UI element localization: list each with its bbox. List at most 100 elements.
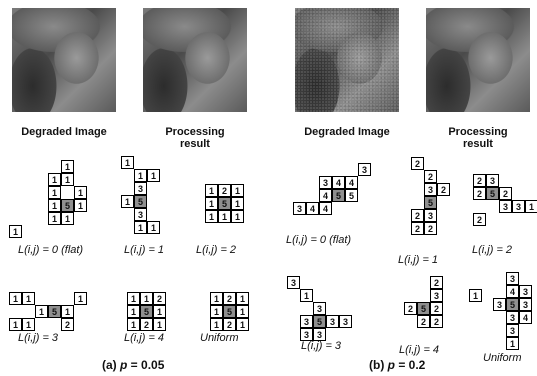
grid-b-l1-cell-7: 2 <box>411 222 424 235</box>
grid-b-l-uniform-cell-2: 3 <box>519 285 532 298</box>
grid-a-l3-cell-5: 1 <box>61 305 74 318</box>
label-b-l1: L(i,j) = 1 <box>398 254 439 266</box>
grid-b-l1-cell-0: 2 <box>411 157 424 170</box>
grid-b-l2-cell-3: 5 <box>486 187 499 200</box>
grid-b-l3-cell-8: 3 <box>313 328 326 341</box>
grid-a-l1-cell-5: 5 <box>134 195 147 208</box>
processing-caption-a-line1: Processing <box>165 126 225 138</box>
grid-b-l-uniform-cell-8: 3 <box>506 324 519 337</box>
degraded-caption-a: Degraded Image <box>21 126 107 138</box>
grid-b-l2-cell-6: 3 <box>512 200 525 213</box>
grid-a-l0-cell-9: 1 <box>61 212 74 225</box>
grid-a-l4-cell-8: 1 <box>153 318 166 331</box>
grid-b-l2-cell-4: 2 <box>499 187 512 200</box>
grid-a-l2-cell-0: 1 <box>205 184 218 197</box>
grid-b-l-uniform-cell-0: 3 <box>506 272 519 285</box>
grid-b-l-uniform-cell-9: 1 <box>506 337 519 350</box>
degraded-image-a <box>12 8 116 112</box>
grid-b-l1-cell-2: 3 <box>424 183 437 196</box>
grid-a-l4-cell-2: 2 <box>153 292 166 305</box>
grid-a-l4-cell-6: 1 <box>127 318 140 331</box>
grid-a-l0-cell-7: 1 <box>74 199 87 212</box>
processing-caption-b-line1: Processing <box>448 126 508 138</box>
grid-b-l0-cell-4: 4 <box>319 189 332 202</box>
grid-b-l-uniform-cell-3: 3 <box>493 298 506 311</box>
grid-b-l0-cell-0: 3 <box>358 163 371 176</box>
grid-a-l1-cell-4: 1 <box>121 195 134 208</box>
grid-a-l-uniform-cell-1: 2 <box>223 292 236 305</box>
grid-b-l3-cell-5: 3 <box>326 315 339 328</box>
label-b-l0: L(i,j) = 0 (flat) <box>286 234 352 246</box>
grid-a-l-uniform-cell-8: 1 <box>236 318 249 331</box>
grid-b-l0-cell-6: 5 <box>345 189 358 202</box>
grid-a-l4-cell-5: 1 <box>153 305 166 318</box>
grid-b-l-uniform-cell-5: 3 <box>519 298 532 311</box>
degraded-caption-b: Degraded Image <box>304 126 390 138</box>
label-a-l3: L(i,j) = 3 <box>18 332 59 344</box>
grid-b-l4-cell-2: 2 <box>404 302 417 315</box>
grid-b-l1-cell-8: 2 <box>424 222 437 235</box>
grid-b-l1-cell-4: 5 <box>424 196 437 209</box>
grid-b-l0-cell-7: 3 <box>293 202 306 215</box>
grid-a-l0-cell-3: 1 <box>48 186 61 199</box>
label-a-uniform: Uniform <box>200 332 239 344</box>
grid-a-l2-cell-5: 1 <box>231 197 244 210</box>
grid-a-l3-cell-3: 1 <box>35 305 48 318</box>
degraded-image-b <box>295 8 399 112</box>
grid-a-l1-cell-8: 1 <box>147 221 160 234</box>
grid-b-l-uniform-cell-7: 4 <box>519 311 532 324</box>
grid-b-l2-cell-7: 1 <box>525 200 537 213</box>
grid-a-l-uniform-cell-5: 1 <box>236 305 249 318</box>
processing-caption-a: Processing result <box>143 126 247 150</box>
subfigure-a-label: (a) p = 0.05 <box>102 358 165 372</box>
grid-b-l2-cell-1: 3 <box>486 174 499 187</box>
grid-b-l4-cell-1: 3 <box>430 289 443 302</box>
subfigure-b-label: (b) p = 0.2 <box>369 358 426 372</box>
grid-b-l2-cell-8: 2 <box>473 213 486 226</box>
grid-b-l2-cell-2: 2 <box>473 187 486 200</box>
processing-result-image-b <box>426 8 530 112</box>
label-b-l2: L(i,j) = 2 <box>472 244 513 256</box>
grid-a-l3-cell-1: 1 <box>22 292 35 305</box>
grid-a-l2-cell-4: 5 <box>218 197 231 210</box>
grid-b-l1-cell-5: 2 <box>411 209 424 222</box>
label-a-l0: L(i,j) = 0 (flat) <box>18 244 84 256</box>
grid-b-l1-cell-1: 2 <box>424 170 437 183</box>
grid-b-l1-cell-3: 2 <box>437 183 450 196</box>
grid-b-l4-cell-3: 5 <box>417 302 430 315</box>
grid-b-l0-cell-1: 3 <box>319 176 332 189</box>
grid-a-l3-cell-4: 5 <box>48 305 61 318</box>
grid-a-l-uniform-cell-3: 1 <box>210 305 223 318</box>
grid-a-l2-cell-2: 1 <box>231 184 244 197</box>
grid-a-l4-cell-7: 2 <box>140 318 153 331</box>
grid-a-l3-cell-2: 1 <box>74 292 87 305</box>
grid-b-l0-cell-8: 4 <box>306 202 319 215</box>
grid-b-l4-cell-5: 2 <box>417 315 430 328</box>
processing-caption-b-line2: result <box>463 138 493 150</box>
grid-a-l2-cell-3: 1 <box>205 197 218 210</box>
grid-a-l2-cell-8: 1 <box>231 210 244 223</box>
grid-b-l2-cell-5: 3 <box>499 200 512 213</box>
grid-a-l4-cell-0: 1 <box>127 292 140 305</box>
grid-a-l0-cell-1: 1 <box>48 173 61 186</box>
label-b-l4: L(i,j) = 4 <box>399 344 440 356</box>
grid-a-l0-cell-5: 1 <box>48 199 61 212</box>
grid-a-l2-cell-7: 1 <box>218 210 231 223</box>
grid-a-l1-cell-0: 1 <box>121 156 134 169</box>
grid-a-l0-cell-2: 1 <box>61 173 74 186</box>
grid-a-l4-cell-1: 1 <box>140 292 153 305</box>
grid-b-l3-cell-7: 3 <box>300 328 313 341</box>
processing-caption-a-line2: result <box>180 138 210 150</box>
grid-a-l0-cell-0: 1 <box>61 160 74 173</box>
grid-a-l1-cell-7: 1 <box>134 221 147 234</box>
label-a-l1: L(i,j) = 1 <box>124 244 165 256</box>
grid-a-l2-cell-6: 1 <box>205 210 218 223</box>
grid-b-l3-cell-4: 5 <box>313 315 326 328</box>
grid-b-l4-cell-0: 2 <box>430 276 443 289</box>
label-b-l3: L(i,j) = 3 <box>301 340 342 352</box>
grid-a-l0-cell-6: 5 <box>61 199 74 212</box>
grid-a-l-uniform-cell-0: 1 <box>210 292 223 305</box>
grid-a-l-uniform-cell-7: 2 <box>223 318 236 331</box>
grid-a-l0-cell-4: 1 <box>74 186 87 199</box>
grid-a-l1-cell-2: 1 <box>147 169 160 182</box>
